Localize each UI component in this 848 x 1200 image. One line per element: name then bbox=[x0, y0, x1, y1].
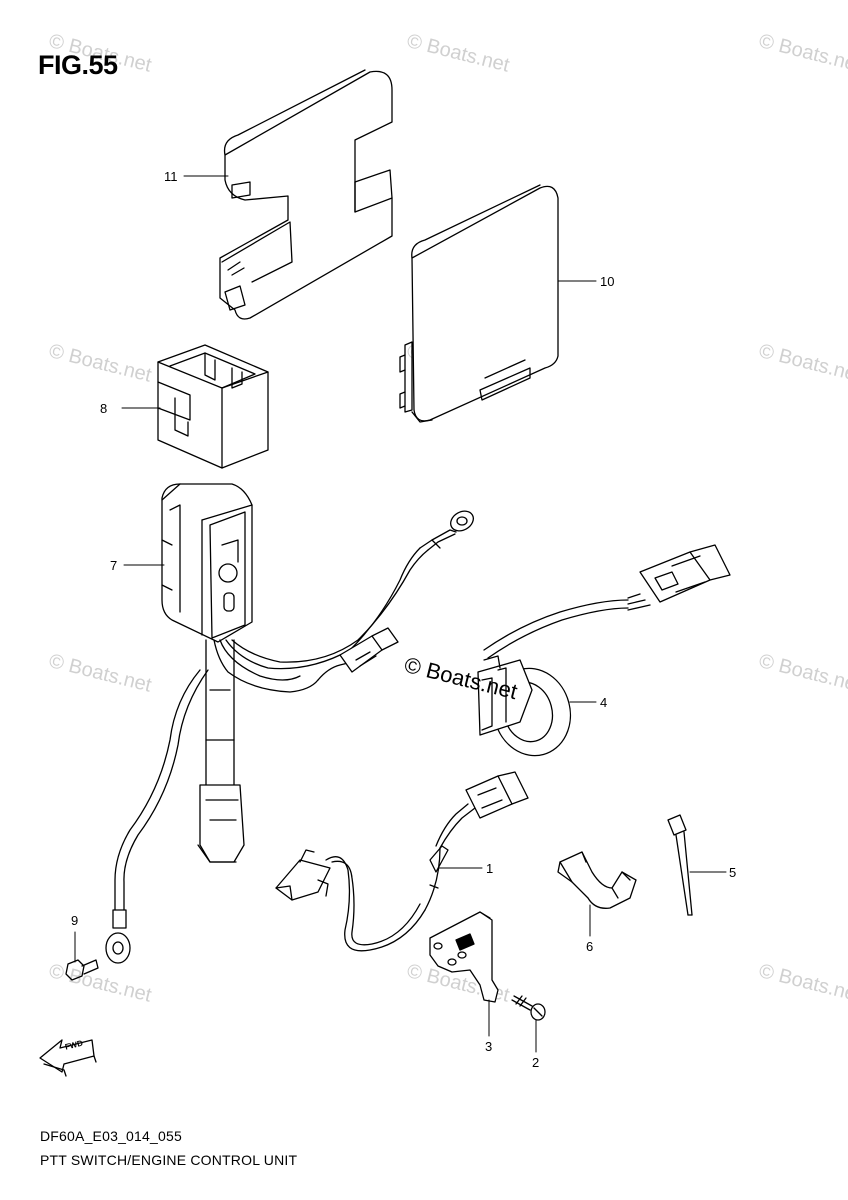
part-4-ptt-switch-drawing bbox=[477, 544, 731, 757]
callout-5: 5 bbox=[729, 865, 737, 880]
part-6-clamp-drawing bbox=[557, 851, 637, 909]
diagram-caption: PTT SWITCH/ENGINE CONTROL UNIT bbox=[40, 1152, 298, 1168]
callout-3: 3 bbox=[485, 1039, 493, 1054]
part-10-ecu-drawing bbox=[399, 184, 559, 423]
callout-10: 10 bbox=[600, 274, 615, 289]
callout-7: 7 bbox=[110, 558, 118, 573]
leader-lines bbox=[74, 175, 727, 1053]
callout-9: 9 bbox=[71, 913, 79, 928]
callout-1: 1 bbox=[486, 861, 494, 876]
part-8-relay-drawing bbox=[157, 344, 269, 469]
part-11-cover-drawing bbox=[219, 69, 393, 320]
callout-8: 8 bbox=[100, 401, 108, 416]
callout-2: 2 bbox=[532, 1055, 540, 1070]
part-9-bolt-drawing bbox=[65, 959, 99, 981]
figure-title: FIG.55 bbox=[38, 50, 118, 80]
part-7-harness-drawing bbox=[105, 483, 474, 964]
part-1-lead-drawing bbox=[275, 771, 529, 952]
callout-11: 11 bbox=[164, 169, 178, 184]
part-5-cable-tie-drawing bbox=[667, 814, 693, 916]
callout-4: 4 bbox=[600, 695, 608, 710]
fwd-direction-arrow bbox=[39, 1039, 97, 1077]
diagram-code: DF60A_E03_014_055 bbox=[40, 1128, 182, 1144]
part-2-screw-drawing bbox=[511, 995, 546, 1021]
callout-6: 6 bbox=[586, 939, 594, 954]
part-3-bracket-drawing bbox=[429, 911, 499, 1003]
